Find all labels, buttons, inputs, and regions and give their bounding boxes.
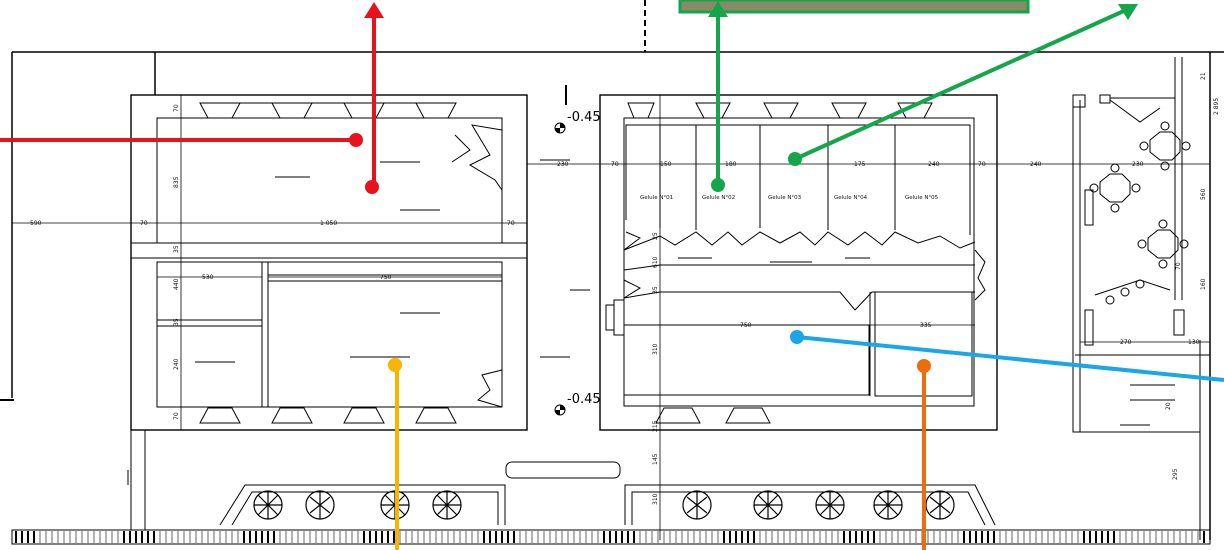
- dim-v70-top: 70: [173, 104, 180, 112]
- tree-7: [815, 490, 845, 520]
- dim-v35a: 35: [173, 245, 180, 253]
- dim-right-240: 240: [1030, 161, 1042, 168]
- dim-left-70b: 70: [507, 220, 515, 227]
- dining-tables: [1089, 121, 1191, 305]
- west-block: [130, 94, 590, 431]
- dim-v440: 440: [173, 278, 180, 290]
- dim-row-750: 750: [380, 274, 392, 281]
- cell-label-1: Gelule N°01: [640, 195, 673, 201]
- center-dims: [527, 95, 1210, 540]
- dim-cell-b: 180: [725, 161, 737, 168]
- dim-left-70a: 70: [140, 220, 148, 227]
- level-marker-lower: [554, 404, 566, 416]
- fence-strip: [11, 529, 1211, 545]
- dim-east-270: 270: [1120, 339, 1132, 346]
- annotation-yellow: [388, 358, 402, 550]
- dim-cell-d: 240: [928, 161, 940, 168]
- dim-east-335: 335: [920, 322, 932, 329]
- tree-2: [305, 490, 335, 520]
- dim-c-310b: 310: [652, 493, 659, 505]
- dim-left-main: 1 050: [320, 220, 337, 227]
- dim-row-530: 530: [202, 274, 214, 281]
- west-horizontal-dims: [12, 222, 527, 278]
- dim-right-230: 230: [1132, 161, 1144, 168]
- level-marker-upper: [554, 85, 567, 134]
- tree-5: [682, 490, 712, 520]
- west-windows-top: [199, 102, 457, 119]
- annotation-orange: [917, 359, 931, 550]
- dim-c-25: 25: [652, 232, 659, 240]
- tree-6: [753, 490, 783, 520]
- level-label-lower: -0.45: [567, 392, 601, 407]
- south-planters: [127, 430, 996, 530]
- tree-8: [873, 490, 903, 520]
- cell-label-3: Gelule N°03: [768, 195, 802, 201]
- cell-label-2: Gelule N°02: [702, 195, 735, 201]
- cell-label-4: Gelule N°04: [834, 195, 868, 201]
- dim-c-215: 215: [652, 420, 659, 432]
- dim-cell-a: 150: [660, 161, 672, 168]
- cell-label-5: Gelule N°05: [905, 195, 939, 201]
- west-windows-bottom: [199, 407, 457, 424]
- tree-4: [432, 490, 462, 520]
- annotation-red: [0, 2, 384, 194]
- dim-right-edge: 2 895: [1213, 98, 1220, 115]
- annotation-blue: [790, 330, 1224, 382]
- dim-left-outer: 590: [30, 220, 42, 227]
- dim-r-70: 70: [1175, 262, 1182, 270]
- center-block: [599, 94, 998, 431]
- dim-mid-230: 230: [557, 161, 569, 168]
- dim-c-310: 310: [652, 343, 659, 355]
- dim-v240: 240: [173, 358, 180, 370]
- dim-r-top-21: 21: [1200, 72, 1207, 80]
- center-windows-top: [627, 102, 933, 119]
- level-label-upper: -0.45: [567, 110, 601, 125]
- dim-v70-bot: 70: [173, 412, 180, 420]
- dim-cell-c: 175: [854, 161, 866, 168]
- tree-9: [925, 490, 955, 520]
- inset-photo: [678, 0, 1030, 14]
- dim-east-750: 750: [740, 322, 752, 329]
- dim-east-130: 130: [1188, 339, 1200, 346]
- dim-c-35: 35: [652, 286, 659, 294]
- dim-r-295: 295: [1172, 468, 1179, 480]
- dim-r-160: 160: [1200, 278, 1207, 290]
- tree-1: [253, 490, 283, 520]
- center-windows-bottom: [655, 407, 771, 424]
- dim-c-145: 145: [652, 453, 659, 465]
- dim-r-20: 20: [1165, 402, 1172, 410]
- dim-mid-70: 70: [611, 161, 619, 168]
- dim-cell-e: 70: [978, 161, 986, 168]
- dim-c-610: 610: [652, 256, 659, 268]
- dim-v35b: 35: [173, 318, 180, 326]
- east-block: [1072, 57, 1210, 540]
- trees: [253, 490, 955, 520]
- sheet-frame: [11, 51, 1224, 540]
- annotation-green: [708, 1, 1138, 192]
- dim-r-560: 560: [1200, 188, 1207, 200]
- dim-v835: 835: [173, 176, 180, 188]
